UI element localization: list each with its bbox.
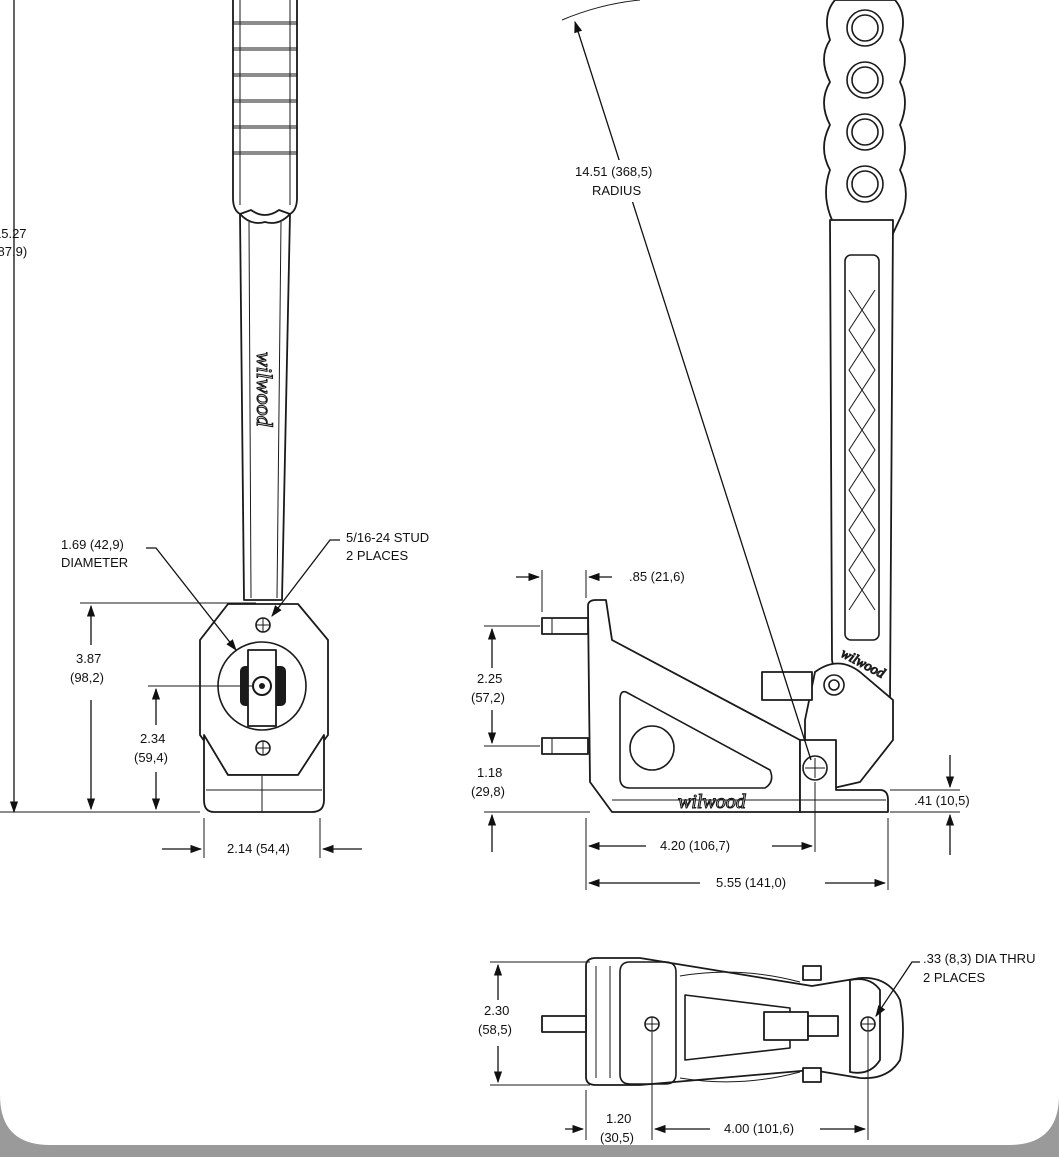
side-bracket-window — [619, 690, 773, 789]
dim-stud-places: 2 PLACES — [346, 548, 408, 563]
dim-hole-offset-label: 1.20 — [606, 1111, 631, 1126]
top-front-pad — [619, 961, 677, 1085]
side-view: wilwood wilwood 14.51 (368,5) RADIUS .85… — [471, 0, 970, 890]
dim-radius-label: 14.51 (368,5) — [575, 164, 652, 179]
top-view: .33 (8,3) DIA THRU 2 PLACES 2.30 (58,5) … — [478, 951, 1035, 1145]
front-lever-shaft — [239, 213, 291, 601]
front-brand-logo: wilwood — [252, 352, 277, 428]
dim-radius-text: RADIUS — [592, 183, 641, 198]
dim-hole-leader — [875, 961, 920, 1017]
top-lever-pin — [763, 1011, 809, 1041]
dim-top-width-mm: (58,5) — [478, 1022, 512, 1037]
side-stud-top — [541, 617, 589, 635]
side-bracket — [587, 599, 801, 813]
dim-hole-spacing-label: 4.00 (101,6) — [724, 1121, 794, 1136]
dim-top-width-label: 2.30 — [484, 1003, 509, 1018]
dim-hole-note: .33 (8,3) DIA THRU — [923, 951, 1035, 966]
dim-overall-height-mm: (387,9) — [0, 244, 27, 259]
dim-base-width-label: 2.14 (54,4) — [227, 841, 290, 856]
side-bracket-hole — [629, 725, 675, 771]
dim-stud-length-label: .85 (21,6) — [629, 569, 685, 584]
dim-pivot-diameter-label: 1.69 (42,9) — [61, 537, 124, 552]
dim-stud-offset-label: 1.18 — [477, 765, 502, 780]
dim-overall-height-label: 15.27 — [0, 226, 27, 241]
dim-pivot-diameter-text: DIAMETER — [61, 555, 128, 570]
dim-base-length-label: 5.55 (141,0) — [716, 875, 786, 890]
dim-stud-note: 5/16-24 STUD — [346, 530, 429, 545]
front-mount-base — [203, 734, 325, 813]
dim-pivot-distance-label: 4.20 (106,7) — [660, 838, 730, 853]
dim-pivot-diameter-leader — [146, 547, 237, 651]
side-handle-grip — [823, 0, 907, 241]
dim-pivot-height-mm: (59,4) — [134, 750, 168, 765]
dim-stud-offset-mm: (29,8) — [471, 784, 505, 799]
side-pivot-bolt — [802, 755, 828, 781]
front-handle-grip — [232, 0, 298, 216]
dim-pivot-height-label: 2.34 — [140, 731, 165, 746]
top-body — [585, 957, 904, 1086]
top-lever-knuckle — [849, 978, 881, 1074]
dim-stud-spacing-label: 2.25 — [477, 671, 502, 686]
dim-radius-line — [574, 20, 812, 761]
top-stud — [541, 1015, 587, 1033]
dim-stud-height-mm: (98,2) — [70, 670, 104, 685]
side-lever-arm — [829, 219, 894, 701]
dim-hole-offset-mm: (30,5) — [600, 1130, 634, 1145]
side-brand-logo: wilwood — [678, 791, 747, 813]
dim-stud-height-label: 3.87 — [76, 651, 101, 666]
dim-hole-places: 2 PLACES — [923, 970, 985, 985]
side-stud-bottom — [541, 737, 589, 755]
dim-stud-spacing-mm: (57,2) — [471, 690, 505, 705]
dim-base-thickness-label: .41 (10,5) — [914, 793, 970, 808]
front-view: wilwood 15.27 (387,9) 3.87 (98,2) 2.34 — [0, 0, 429, 858]
top-body-recess — [684, 994, 791, 1061]
dim-stud-leader — [271, 539, 340, 617]
